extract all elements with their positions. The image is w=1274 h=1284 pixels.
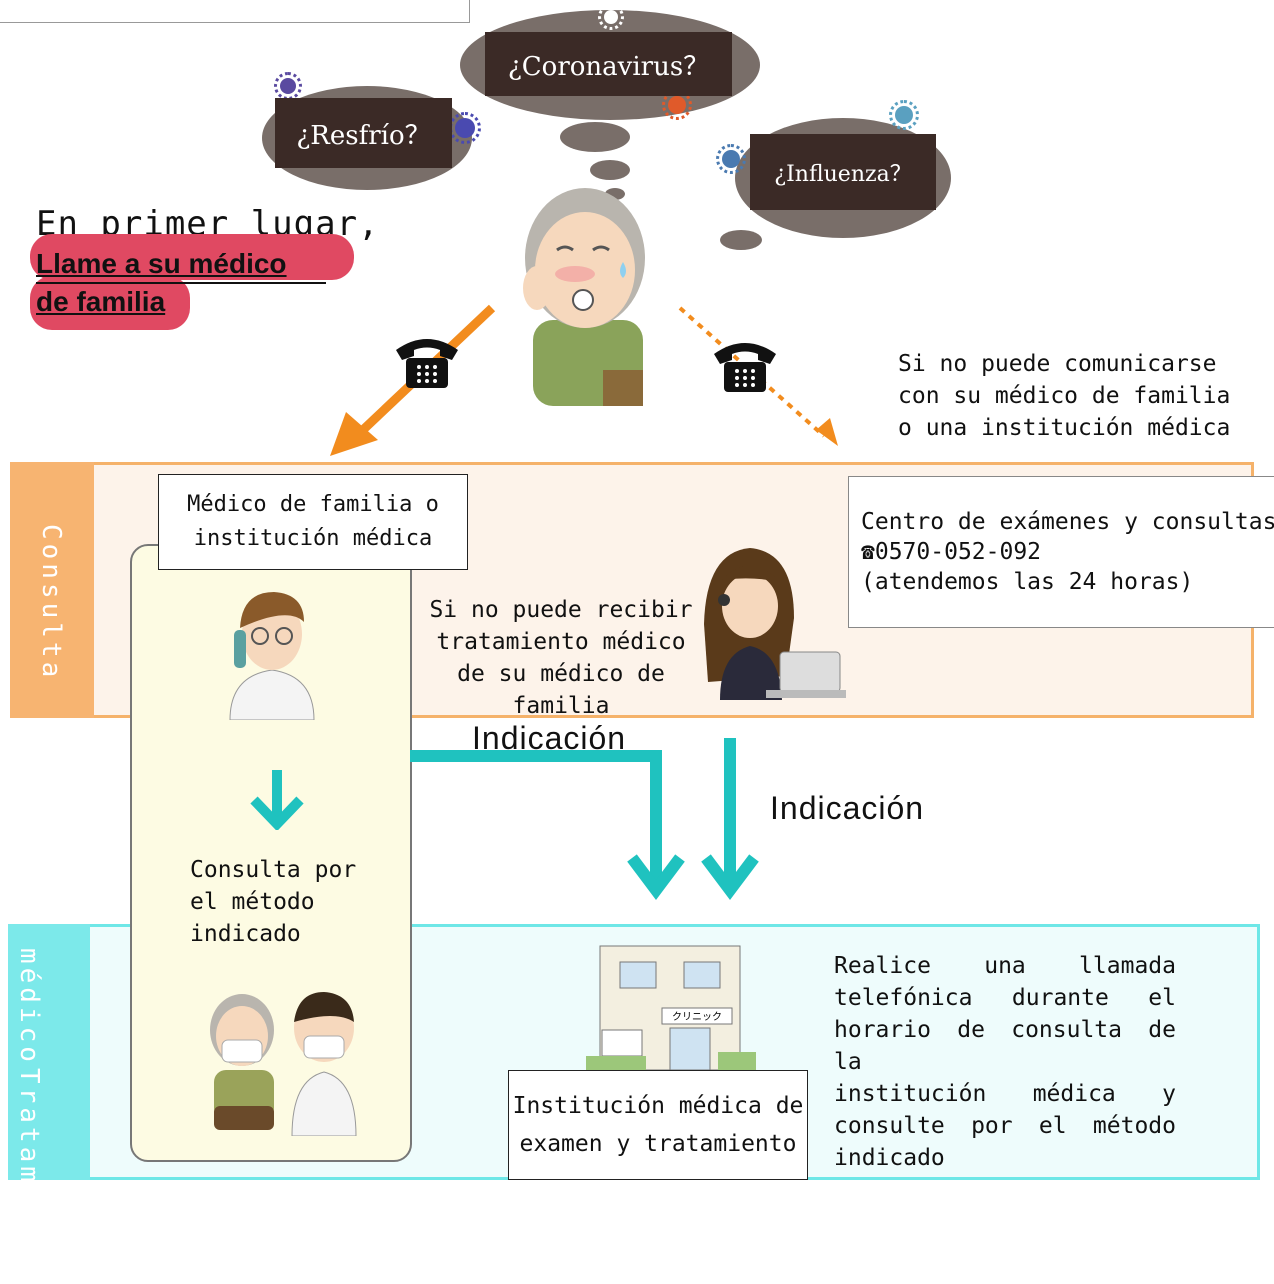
thought-influenza: ¿Influenza？: [750, 134, 936, 210]
virus-icon: [662, 90, 692, 120]
arrow-down-icon: [250, 770, 304, 830]
indicacion-label-2: Indicación: [770, 790, 925, 826]
clinic-box: Institución médica de examen y tratamien…: [508, 1070, 808, 1180]
underline-rule: [36, 282, 326, 284]
no-treatment-note: Si no puede recibir tratamiento médico d…: [429, 597, 693, 719]
virus-icon: [598, 4, 624, 30]
family-doctor-box: Médico de familia o institución médica: [158, 474, 468, 570]
virus-icon: [889, 100, 919, 130]
indicacion-arrows: [410, 738, 759, 900]
clinic-building-illustration: クリニック: [586, 945, 756, 1071]
clinic-sign: クリニック: [672, 1011, 722, 1023]
virus-icon: [449, 112, 481, 144]
operator-illustration: [704, 548, 846, 700]
consultation-illustration: [210, 992, 357, 1136]
consult-method-text: Consulta por el método indicado: [190, 857, 357, 947]
elderly-man-illustration: [523, 188, 645, 406]
lead-line3: de familia: [36, 286, 166, 317]
telephone-icon: [396, 339, 458, 388]
consulta-label: Consulta: [36, 524, 66, 682]
fallback-note: Si no puede comunicarse con su médico de…: [898, 351, 1231, 441]
consult-center-box: Centro de exámenes y consultas ☎0570-052…: [848, 476, 1274, 628]
lead-line2: Llame a su médico: [36, 248, 287, 279]
top-frame: [0, 0, 470, 23]
telephone-icon: ☎: [861, 539, 875, 565]
thought-coronavirus: ¿Coronavirus？: [485, 32, 732, 96]
telephone-icon: [714, 343, 776, 392]
virus-icon: [274, 72, 302, 100]
virus-icon: [716, 144, 746, 174]
thought-resfrio: ¿Resfrío？: [275, 98, 452, 168]
call-note: Realice una llamada telefónica durante e…: [834, 953, 1176, 1171]
consulta-band-side: Consulta: [10, 462, 94, 718]
doctor-phone-illustration: [229, 592, 315, 720]
highlight-pill: [30, 234, 354, 280]
highlight-pill: [30, 276, 190, 330]
